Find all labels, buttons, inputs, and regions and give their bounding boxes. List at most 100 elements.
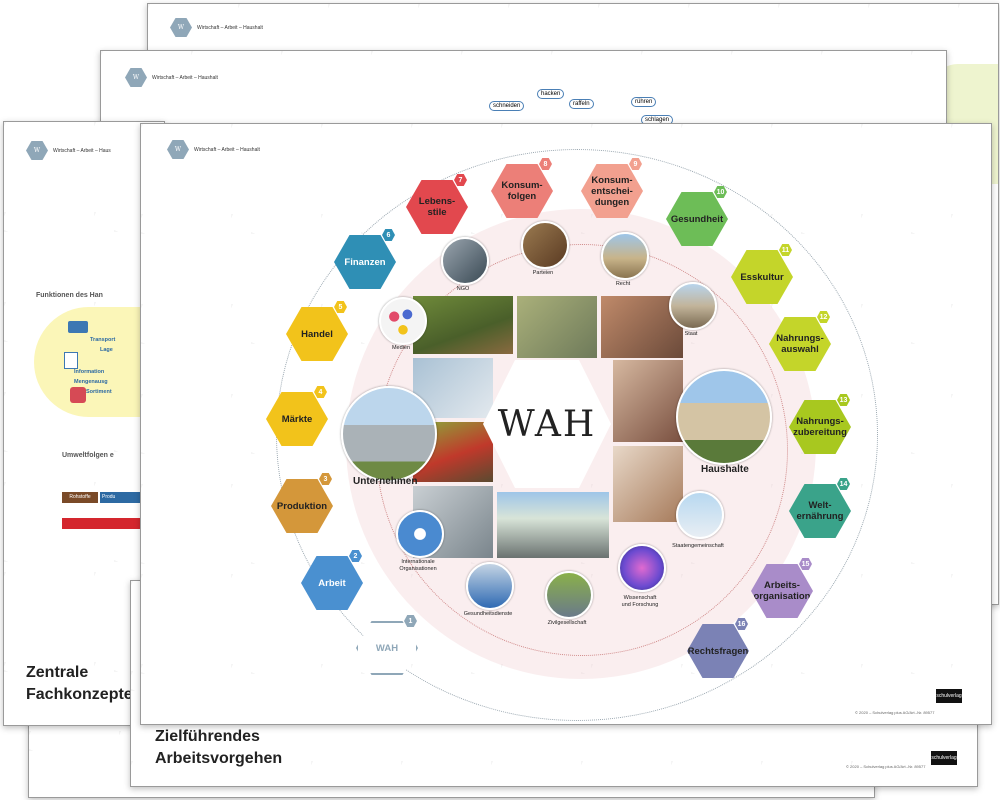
concept-hex-number: 16 [735,618,748,630]
concept-hex-13: Nahrungs- zubereitung 13 [789,394,851,454]
copyright-text: © 2020 – Schulverlag plus AG/Art.-Nr. 89… [846,764,926,769]
concept-hex-1: WAH 1 [356,615,418,675]
concept-hex-label: Lebens- stile [418,196,456,218]
function-item: Information [74,369,105,375]
concept-hex-number: 12 [817,311,830,323]
actor-label: Gesundheitsdienste [463,611,513,617]
staat-circle [669,282,717,330]
concept-hex-number: 5 [334,301,347,313]
actor-label: Wissenschaft und Forschung [621,595,659,608]
flow-box: Produ [100,492,164,503]
concept-hex-number: 4 [314,386,327,398]
function-item: Sortiment [86,389,112,395]
concept-hex-shape: Lebens- stile [406,180,468,234]
concept-hex-label: Nahrungs- auswahl [776,333,824,355]
function-item: Transport [90,337,116,343]
title-line: Zentrale [26,664,89,681]
woman-photo [613,360,683,442]
photo-mosaic: WAH [413,296,683,558]
concept-hex-shape: Arbeit [301,556,363,610]
concept-hex-shape: Produktion [271,479,333,533]
title-line: Arbeitsvorgehen [155,750,283,767]
concept-hex-label: Handel [301,328,333,340]
wah-logo-icon: W [26,141,48,160]
highway-photo [497,492,609,558]
actor-label: Medien [391,345,411,351]
center-logo-text: WAH [497,403,597,445]
concept-hex-label: Nahrungs- zubereitung [793,416,847,438]
concept-hex-number: 1 [404,615,417,627]
haushalte-circle [676,369,772,465]
concept-hex-7: Lebens- stile 7 [406,174,468,234]
wissenschaft-circle [618,544,666,592]
title-line: Fachkonzepte [26,686,133,703]
concept-hex-10: Gesundheit 10 [666,186,728,246]
bubble-label: raffeln [569,99,594,109]
zivilgesellschaft-circle [545,571,593,619]
concept-hex-number: 14 [837,478,850,490]
concept-hex-shape: Finanzen [334,235,396,289]
actor-label: Staatengemeinschaft [672,543,724,549]
actor-label: Staat [684,331,698,337]
sheet-front: W Wirtschaft – Arbeit – Haushalt WAH Unt… [140,123,992,725]
concept-hex-shape: Gesundheit [666,192,728,246]
concept-hex-shape: WAH [356,621,418,675]
copyright-text: © 2020 – Schulverlag plus AG/Art.-Nr. 89… [855,710,935,715]
schulverlag-logo: schulverlag [931,751,957,765]
header-text: Wirtschaft – Arbeit – Haushalt [194,146,260,153]
concept-hex-12: Nahrungs- auswahl 12 [769,311,831,371]
wah-logo-icon: W [125,68,147,87]
function-item: Mengenausg [74,379,108,385]
concept-hex-number: 11 [779,244,792,256]
concept-hex-number: 10 [714,186,727,198]
concept-hex-label: Gesundheit [670,213,724,225]
concept-hex-number: 7 [454,174,467,186]
field-photo [413,296,513,354]
header-text: Wirtschaft – Arbeit – Haushalt [197,24,263,31]
parteien-circle [521,221,569,269]
bubble-label: rühren [631,97,657,107]
title-line: Zielführendes [155,728,260,745]
concept-hex-shape: Nahrungs- zubereitung [789,400,851,454]
concept-hex-shape: Esskultur [731,250,793,304]
concept-hex-shape: Arbeits- organisation [751,564,813,618]
header-text: Wirtschaft – Arbeit – Haus [53,147,111,154]
actor-label: Parteien [532,270,554,276]
concept-hex-label: Arbeits- organisation [753,580,811,602]
panel-title: Funktionen des Han [36,292,103,299]
concept-hex-16: Rechtsfragen 16 [687,618,749,678]
center-logo-panel: WAH [483,360,611,488]
family-photo [613,446,683,522]
concept-hex-shape: Handel [286,307,348,361]
bubble-label: schneiden [489,101,525,111]
puzzle-icon [70,387,86,403]
actor-label: Zivilgesellschaft [547,620,587,626]
concept-hex-shape: Welt- ernährung [789,484,851,538]
unternehmen-label: Unternehmen [353,476,418,487]
concept-hex-label: Rechtsfragen [687,645,749,657]
sheet-header: W Wirtschaft – Arbeit – Haus [26,141,111,160]
flow-box: Rohstoffe [62,492,98,503]
actor-label: Recht [615,281,631,287]
wah-logo-icon: W [167,140,189,159]
wah-logo-icon: W [170,18,192,37]
concept-hex-number: 13 [837,394,850,406]
concept-hex-shape: Nahrungs- auswahl [769,317,831,371]
concept-hex-number: 3 [319,473,332,485]
actor-label: Internationale Organisationen [399,559,437,572]
concept-hex-label: Konsum- folgen [501,180,543,202]
workshop-photo [517,296,597,358]
concept-hex-label: WAH [375,642,399,654]
sheet-header: W Wirtschaft – Arbeit – Haushalt [170,18,263,37]
sheet-header: W Wirtschaft – Arbeit – Haushalt [125,68,218,87]
function-item: Lage [100,347,113,353]
bubble-label: hacken [537,89,565,99]
staatengemeinschaft-circle [676,491,724,539]
concept-hex-5: Handel 5 [286,301,348,361]
